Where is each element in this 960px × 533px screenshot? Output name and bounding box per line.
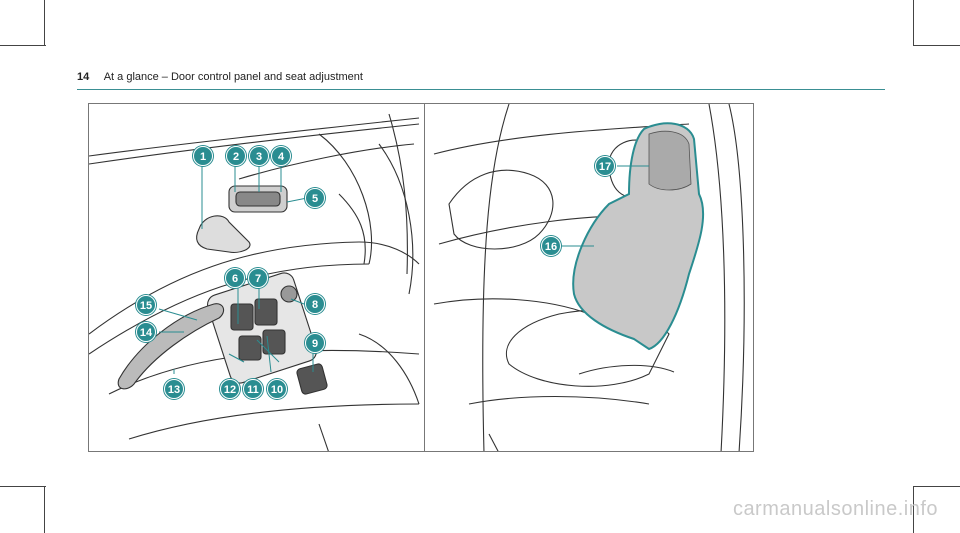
callout-3: 3 [249,146,269,166]
callout-2: 2 [226,146,246,166]
callout-4: 4 [271,146,291,166]
callout-16: 16 [541,236,561,256]
callout-13: 13 [164,379,184,399]
figure-divider [424,104,425,451]
crop-mark [44,0,45,46]
callout-10: 10 [267,379,287,399]
crop-mark [913,0,914,46]
crop-mark [913,486,960,487]
callout-17: 17 [595,156,615,176]
callout-7: 7 [248,268,268,288]
crop-mark [0,486,46,487]
callout-6: 6 [225,268,245,288]
callout-1: 1 [193,146,213,166]
header-rule [77,89,885,90]
callout-14: 14 [136,322,156,342]
callout-15: 15 [136,295,156,315]
callout-12: 12 [220,379,240,399]
crop-mark [913,486,914,533]
watermark: carmanualsonline.info [732,498,938,520]
callout-8: 8 [305,294,325,314]
page-header: 14 At a glance – Door control panel and … [77,71,363,83]
crop-mark [44,486,45,533]
callout-9: 9 [305,333,325,353]
callout-5: 5 [305,188,325,208]
page-number: 14 [77,71,90,83]
crop-mark [0,45,46,46]
crop-mark [913,45,960,46]
page-title: At a glance – Door control panel and sea… [103,71,363,83]
callout-11: 11 [243,379,263,399]
line-drawing [89,104,745,451]
illustration-figure: 1 2 3 4 5 6 7 8 9 10 11 12 13 14 15 16 1… [88,103,754,452]
